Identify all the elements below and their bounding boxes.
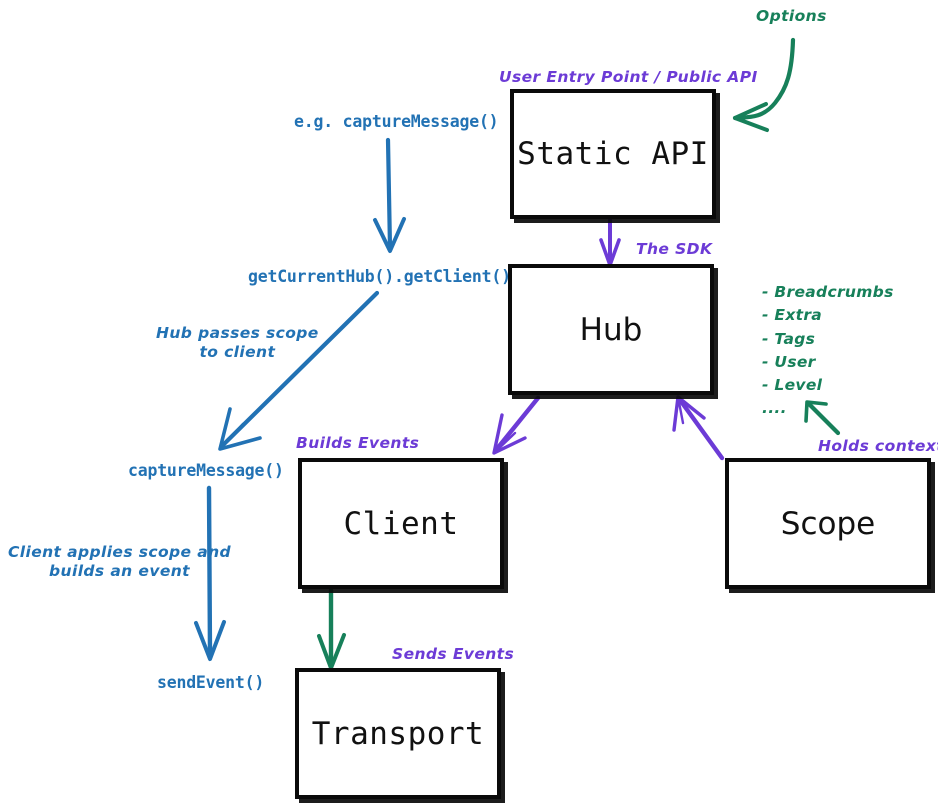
context-list-item-tags: - Tags	[762, 329, 816, 348]
node-scope-label: Scope	[780, 505, 876, 542]
annotation-client-applies-scope: Client applies scope and builds an event	[8, 543, 231, 581]
node-transport[interactable]: Transport	[295, 668, 501, 799]
annotation-hub-passes-scope-line1: Hub passes scope	[156, 324, 319, 342]
annotation-eg-capture-message: e.g. captureMessage()	[294, 112, 499, 131]
context-list-item-user: - User	[762, 352, 816, 371]
annotation-builds-events: Builds Events	[296, 434, 420, 452]
annotation-the-sdk: The SDK	[636, 240, 713, 258]
context-list: - Breadcrumbs - Extra - Tags - User - Le…	[762, 281, 894, 421]
annotation-user-entry-point: User Entry Point / Public API	[499, 68, 758, 86]
annotation-hub-passes-scope-line2: to client	[199, 342, 276, 361]
annotation-client-applies-scope-line2: builds an event	[49, 561, 190, 580]
annotation-send-event: sendEvent()	[157, 673, 265, 692]
context-list-item-breadcrumbs: - Breadcrumbs	[762, 283, 894, 301]
annotation-client-applies-scope-line1: Client applies scope and	[8, 543, 232, 561]
arrow-scope-to-hub	[672, 395, 725, 461]
annotation-options: Options	[756, 7, 827, 25]
annotation-holds-context: Holds context	[818, 437, 938, 455]
node-static-api[interactable]: Static API	[510, 89, 716, 219]
annotation-sends-events: Sends Events	[392, 645, 515, 663]
node-client[interactable]: Client	[298, 458, 504, 589]
context-list-item-ellipsis: ....	[762, 399, 787, 418]
arrow-client-to-transport	[317, 587, 346, 670]
arrow-eg-capture-message	[373, 137, 406, 253]
node-transport-label: Transport	[311, 715, 485, 752]
node-client-label: Client	[343, 505, 459, 542]
annotation-get-current-hub: getCurrentHub().getClient()	[248, 267, 511, 286]
node-scope[interactable]: Scope	[725, 458, 931, 589]
arrow-hub-to-client	[492, 395, 541, 455]
node-static-api-label: Static API	[517, 136, 709, 172]
annotation-hub-passes-scope: Hub passes scope to client	[156, 324, 319, 362]
context-list-item-level: - Level	[762, 376, 823, 394]
arrow-hub-passes-scope-to-client	[218, 290, 380, 451]
node-hub[interactable]: Hub	[508, 264, 714, 395]
arrow-static-api-to-hub	[599, 218, 621, 267]
context-list-item-extra: - Extra	[762, 306, 823, 325]
annotation-capture-message: captureMessage()	[128, 461, 284, 480]
node-hub-label: Hub	[579, 311, 643, 348]
